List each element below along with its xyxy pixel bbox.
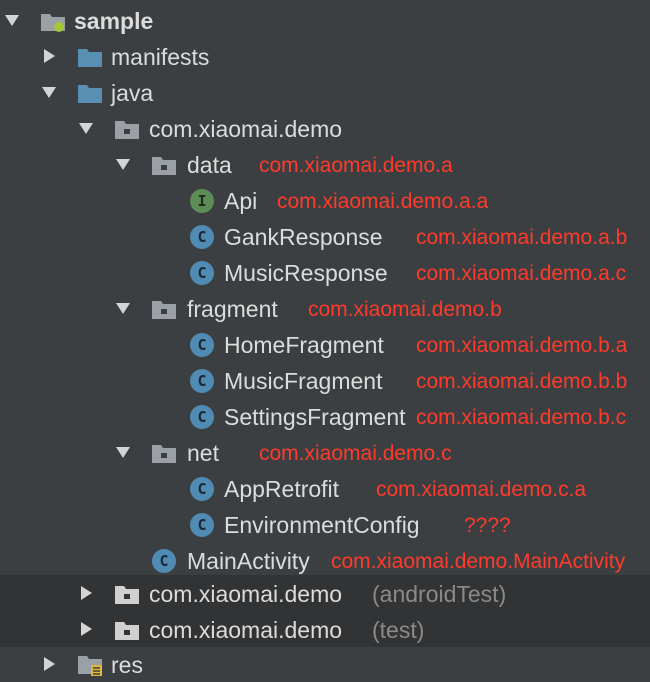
class-icon: C	[189, 476, 215, 502]
obfuscated-name-annotation: com.xiaomai.demo.MainActivity	[331, 550, 626, 573]
tree-node-label: MainActivity	[187, 548, 310, 574]
collapsed-arrow-icon[interactable]	[77, 620, 95, 638]
class-icon: C	[189, 224, 215, 250]
obfuscated-name-annotation: com.xiaomai.demo.a.b	[416, 226, 628, 249]
tree-node-label: fragment	[187, 296, 278, 322]
package-icon	[114, 581, 140, 607]
tree-node-fragment[interactable]: fragment com.xiaomai.demo.b	[0, 290, 650, 326]
tree-node-label: java	[111, 80, 154, 106]
class-icon: C	[189, 512, 215, 538]
tree-node-api[interactable]: I Api com.xiaomai.demo.a.a	[0, 182, 650, 218]
tree-node-data[interactable]: data com.xiaomai.demo.a	[0, 146, 650, 182]
tree-node-app-retrofit[interactable]: C AppRetrofit com.xiaomai.demo.c.a	[0, 470, 650, 506]
collapsed-arrow-icon[interactable]	[40, 47, 58, 65]
tree-node-label: AppRetrofit	[224, 476, 340, 502]
interface-icon: I	[189, 188, 215, 214]
tree-node-settings-fragment[interactable]: C SettingsFragment com.xiaomai.demo.b.c	[0, 398, 650, 434]
obfuscated-name-annotation: com.xiaomai.demo.b.c	[416, 406, 627, 429]
source-set-label: (test)	[372, 617, 425, 643]
tree-node-label: com.xiaomai.demo	[149, 116, 343, 142]
expand-arrow-icon[interactable]	[77, 119, 95, 137]
tree-node-label: sample	[74, 8, 154, 34]
obfuscated-name-annotation: com.xiaomai.demo.a.c	[416, 262, 627, 285]
tree-node-label: net	[187, 440, 219, 466]
tree-node-net[interactable]: net com.xiaomai.demo.c	[0, 434, 650, 470]
expand-arrow-icon[interactable]	[114, 299, 132, 317]
tree-node-label: com.xiaomai.demo	[149, 617, 343, 643]
class-icon: C	[189, 404, 215, 430]
folder-icon	[77, 44, 103, 70]
tree-node-label: HomeFragment	[224, 332, 384, 358]
class-icon: C	[189, 368, 215, 394]
tree-node-label: data	[187, 152, 232, 178]
source-folder-icon	[77, 80, 103, 106]
tree-node-res[interactable]: res	[0, 646, 650, 682]
resource-folder-icon	[77, 652, 103, 678]
collapsed-arrow-icon[interactable]	[40, 655, 58, 673]
expand-arrow-icon[interactable]	[114, 155, 132, 173]
tree-node-label: GankResponse	[224, 224, 383, 250]
tree-node-label: com.xiaomai.demo	[149, 581, 343, 607]
tree-node-environment-config[interactable]: C EnvironmentConfig ????	[0, 506, 650, 542]
expand-arrow-icon[interactable]	[40, 83, 58, 101]
package-icon	[114, 116, 140, 142]
obfuscated-name-annotation: com.xiaomai.demo.b.b	[416, 370, 628, 393]
tree-node-music-fragment[interactable]: C MusicFragment com.xiaomai.demo.b.b	[0, 362, 650, 398]
tree-node-manifests[interactable]: manifests	[0, 38, 650, 74]
obfuscated-name-annotation: com.xiaomai.demo.a	[259, 154, 453, 177]
tree-node-label: SettingsFragment	[224, 404, 406, 430]
class-icon: C	[151, 548, 177, 574]
obfuscated-name-annotation: com.xiaomai.demo.b	[308, 298, 502, 321]
tree-node-label: MusicResponse	[224, 260, 388, 286]
package-icon	[151, 152, 177, 178]
obfuscated-name-annotation: ????	[464, 514, 511, 537]
tree-node-java[interactable]: java	[0, 74, 650, 110]
class-icon: C	[189, 332, 215, 358]
package-icon	[151, 296, 177, 322]
tree-node-main-activity[interactable]: C MainActivity com.xiaomai.demo.MainActi…	[0, 542, 650, 578]
tree-node-label: MusicFragment	[224, 368, 383, 394]
obfuscated-name-annotation: com.xiaomai.demo.c	[259, 442, 452, 465]
tree-node-label: EnvironmentConfig	[224, 512, 420, 538]
tree-node-label: Api	[224, 188, 258, 214]
tree-node-label: res	[111, 652, 143, 678]
tree-node-package-main[interactable]: com.xiaomai.demo	[0, 110, 650, 146]
class-icon: C	[189, 260, 215, 286]
tree-node-package-android-test[interactable]: com.xiaomai.demo (androidTest)	[0, 575, 650, 611]
package-icon	[151, 440, 177, 466]
expand-arrow-icon[interactable]	[3, 11, 21, 29]
obfuscated-name-annotation: com.xiaomai.demo.a.a	[277, 190, 489, 213]
tree-node-sample[interactable]: sample	[0, 2, 650, 38]
collapsed-arrow-icon[interactable]	[77, 584, 95, 602]
module-folder-icon	[40, 8, 66, 34]
obfuscated-name-annotation: com.xiaomai.demo.b.a	[416, 334, 628, 357]
tree-node-gank-response[interactable]: C GankResponse com.xiaomai.demo.a.b	[0, 218, 650, 254]
tree-node-music-response[interactable]: C MusicResponse com.xiaomai.demo.a.c	[0, 254, 650, 290]
package-icon	[114, 617, 140, 643]
obfuscated-name-annotation: com.xiaomai.demo.c.a	[376, 478, 587, 501]
tree-node-package-test[interactable]: com.xiaomai.demo (test)	[0, 611, 650, 647]
tree-node-label: manifests	[111, 44, 210, 70]
expand-arrow-icon[interactable]	[114, 443, 132, 461]
tree-node-home-fragment[interactable]: C HomeFragment com.xiaomai.demo.b.a	[0, 326, 650, 362]
source-set-label: (androidTest)	[372, 581, 507, 607]
